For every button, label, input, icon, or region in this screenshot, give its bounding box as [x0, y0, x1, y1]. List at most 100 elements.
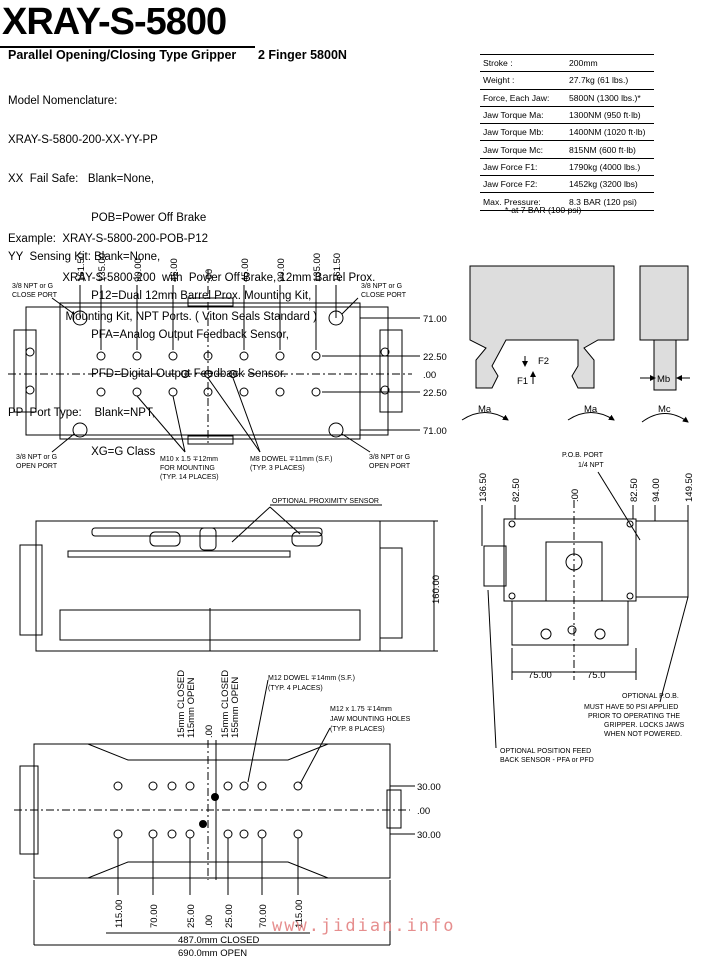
end-dim-top: 149.50: [684, 473, 695, 502]
side-view: [19, 504, 438, 652]
jaw-holes-note: JAW MOUNTING HOLES: [330, 716, 411, 723]
jaw-dim-bottom: 70.00: [258, 904, 269, 928]
pob-note: WHEN NOT POWERED.: [604, 731, 682, 738]
spec-value: 815NM (600 ft·lb): [566, 140, 654, 159]
top-jaw-right: [379, 329, 403, 413]
dim-top: 90.00: [276, 258, 287, 282]
mounting-note: M10 x 1.5 ∓12mm: [160, 456, 218, 463]
spec-row: Max. Pressure:8.3 BAR (120 psi): [480, 192, 654, 211]
end-body-lower: [511, 600, 629, 646]
jaw-dim-top: .00: [204, 725, 215, 738]
close-port-label: 3/8 NPT or G: [12, 283, 53, 290]
dim-top: .00: [204, 269, 215, 282]
force-label: F1: [517, 376, 528, 387]
spec-value: 1300NM (950 ft·lb): [566, 106, 654, 125]
jaw-body: [33, 743, 391, 879]
spec-key: Force, Each Jaw:: [480, 89, 566, 107]
jaw-holes-note: M12 x 1.75 ∓14mm: [330, 706, 392, 713]
dim-right: 22.50: [423, 388, 447, 399]
side-jaw-right: [379, 547, 403, 639]
spec-row: Force, Each Jaw:5800N (1300 lbs.)*: [480, 89, 654, 107]
spec-key: Jaw Torque Mb:: [480, 123, 566, 142]
force-label: F2: [538, 356, 549, 367]
dim-top: 135.00: [312, 253, 323, 282]
jaw-dim-right: .00: [417, 806, 430, 817]
nomenclature-line: YY Sensing Kit: Blank=None,: [8, 251, 161, 263]
end-dim-top: 94.00: [651, 478, 662, 502]
jaw-view-dims: 15mm CLOSED 115mm OPEN .00 15mm CLOSED 1…: [114, 670, 441, 959]
end-dim-bottom: 75.0: [587, 670, 606, 681]
end-dim-top: .00: [570, 489, 581, 502]
dim-right: 71.00: [423, 314, 447, 325]
end-body-upper: [503, 518, 637, 602]
moment-arrow-ma: [461, 412, 509, 421]
gripper-side-jaw: [653, 339, 677, 391]
pob-port-label: 1/4 NPT: [578, 462, 604, 469]
spec-row: Jaw Torque Ma:1300NM (950 ft·lb): [480, 106, 654, 125]
spec-row: Jaw Torque Mb:1400NM (1020 ft·lb): [480, 123, 654, 142]
example-line: Mounting Kit, NPT Ports. ( Viton Seals S…: [8, 311, 317, 323]
dim-right: 71.00: [423, 426, 447, 437]
dowel-note: M8 DOWEL ∓11mm (S.F.): [250, 456, 332, 463]
jaw-dim-right: 30.00: [417, 782, 441, 793]
spec-note: *-at 7 BAR (100 psi): [505, 205, 582, 215]
spec-key: Jaw Force F1:: [480, 158, 566, 177]
top-center-cap: [187, 297, 234, 307]
spec-value: 27.7kg (61 lbs.): [566, 71, 654, 90]
close-port-label: CLOSE PORT: [361, 292, 407, 299]
moment-diagrams: [461, 265, 690, 423]
top-jaw-left: [13, 329, 37, 413]
open-dim: 690.0mm OPEN: [178, 948, 247, 959]
pob-note: PRIOR TO OPERATING THE: [588, 713, 680, 720]
jaw-dim-bottom: 25.00: [186, 904, 197, 928]
mounting-note: FOR MOUNTING: [160, 465, 215, 472]
side-sensor-slot: [67, 550, 291, 558]
moment-arrow-mc: [641, 413, 689, 423]
moment-label: Mb: [657, 374, 670, 385]
jaw-dim-bottom: 25.00: [224, 904, 235, 928]
jaw-dim-right: 30.00: [417, 830, 441, 841]
example-block: Example: XRAY-S-5800-200-POB-P12 XRAY-S-…: [8, 207, 375, 337]
open-port-left: [72, 422, 88, 438]
nomenclature-line: Model Nomenclature:: [8, 95, 118, 107]
spec-value: 1452kg (3200 lbs): [566, 175, 654, 194]
nomenclature-line: PFA=Analog Output Feedback Sensor,: [8, 329, 289, 341]
spec-value: 1400NM (1020 ft·lb): [566, 123, 654, 142]
jaw-view-labels: M12 DOWEL ∓14mm (S.F.) (TYP. 4 PLACES) M…: [268, 675, 411, 733]
spec-row: Weight :27.7kg (61 lbs.): [480, 71, 654, 90]
moment-arrow-ma: [567, 412, 615, 421]
end-dim-top: 82.50: [629, 478, 640, 502]
end-view-labels: P.O.B. PORT 1/4 NPT OPTIONAL P.O.B. MUST…: [500, 452, 685, 764]
top-body-main: [59, 302, 361, 440]
side-sensor-track: [91, 527, 323, 537]
top-view-labels: 3/8 NPT or G CLOSE PORT 3/8 NPT or G CLO…: [12, 283, 411, 481]
moment-labels: F1 F2 Ma Ma Mc Mb: [478, 356, 671, 415]
subtitle-force: 2 Finger 5800N: [258, 48, 347, 62]
dim-right: 22.50: [423, 352, 447, 363]
jaw-dim-top: 155mm OPEN: [230, 677, 241, 738]
dowel-note: (TYP. 3 PLACES): [250, 465, 305, 472]
spec-row: Jaw Torque Mc:815NM (600 ft·lb): [480, 140, 654, 159]
close-port-label: 3/8 NPT or G: [361, 283, 402, 290]
side-body: [35, 520, 381, 652]
end-dim-bottom: 75.00: [528, 670, 552, 681]
watermark: www.jidian.info: [272, 916, 456, 936]
nomenclature-line: XRAY-S-5800-200-XX-YY-PP: [8, 134, 158, 146]
title-rule: [0, 46, 255, 48]
jaw-dowel-note: M12 DOWEL ∓14mm (S.F.): [268, 675, 355, 682]
spec-key: Jaw Force F2:: [480, 175, 566, 194]
moment-label: Mc: [658, 404, 671, 415]
dim-top: 90.00: [133, 258, 144, 282]
mounting-note: (TYP. 14 PLACES): [160, 474, 219, 481]
pob-note: MUST HAVE 50 PSI APPLIED: [584, 704, 678, 711]
jaw-dim-top: 15mm CLOSED: [176, 670, 187, 738]
spec-value: 8.3 BAR (120 psi): [566, 192, 654, 211]
jaw-holes-note: (TYP. 8 PLACES): [330, 726, 385, 733]
spec-row: Jaw Force F1:1790kg (4000 lbs.): [480, 158, 654, 177]
gripper-front-view: [469, 265, 615, 389]
page-title: XRAY-S-5800: [2, 1, 227, 43]
jaw-dim-bottom: 70.00: [149, 904, 160, 928]
close-port-label: CLOSE PORT: [12, 292, 58, 299]
open-port-right: [328, 422, 344, 438]
top-view-dims: 161.50 135.00 90.00 45.00 .00 45.00 90.0…: [76, 253, 447, 437]
